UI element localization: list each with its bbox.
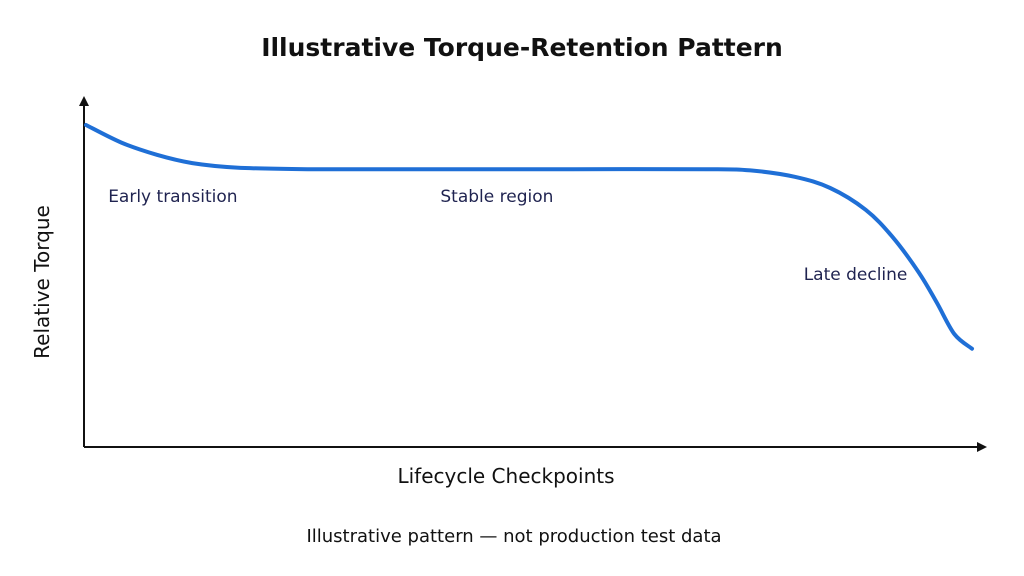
chart-title: Illustrative Torque-Retention Pattern — [261, 33, 783, 62]
annotation-label: Early transition — [108, 187, 237, 207]
y-axis-label: Relative Torque — [30, 205, 54, 359]
annotation-label: Stable region — [440, 187, 553, 207]
x-axis-label: Lifecycle Checkpoints — [397, 464, 614, 488]
series-line — [84, 123, 974, 351]
annotation-label: Late decline — [804, 265, 908, 285]
footnote: Illustrative pattern — not production te… — [306, 526, 721, 547]
